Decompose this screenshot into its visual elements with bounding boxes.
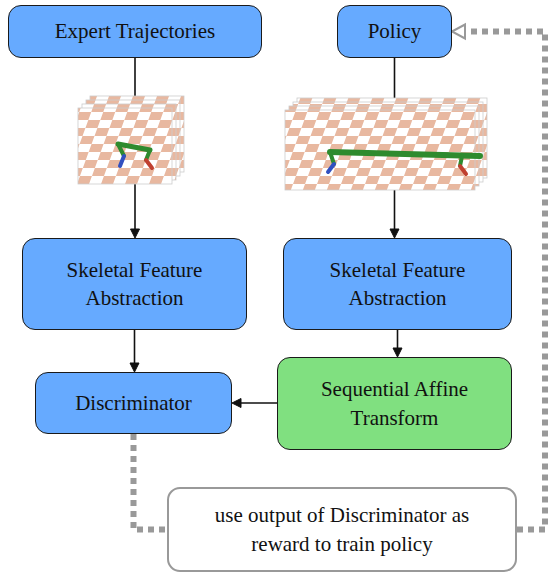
node-text: Expert Trajectories: [55, 17, 215, 45]
policy-box: Policy: [337, 5, 452, 58]
arrow-head: [130, 363, 139, 372]
policy-skeleton: [328, 152, 480, 174]
arrow-head: [131, 229, 140, 238]
arrow-head: [390, 229, 399, 238]
data-source-box: Expert Trajectories: [8, 5, 262, 58]
process-box: Skeletal Feature Abstraction: [283, 238, 512, 330]
node-text: Skeletal Feature Abstraction: [53, 256, 216, 313]
connector-line: [241, 402, 277, 404]
expert-frames: [78, 96, 184, 184]
node-text: Policy: [368, 17, 422, 45]
flow-arrow: [130, 330, 139, 372]
note-box: use output of Discriminator as reward to…: [167, 487, 517, 572]
process-box: Skeletal Feature Abstraction: [22, 238, 247, 330]
node-text: use output of Discriminator as reward to…: [213, 501, 471, 558]
connector-line: [397, 330, 399, 348]
connector-line: [134, 330, 136, 363]
transform-box: Sequential Affine Transform: [277, 357, 512, 450]
discriminator-box: Discriminator: [35, 372, 232, 434]
expert-skeleton: [118, 144, 152, 168]
arrow-head: [452, 25, 465, 39]
connector-line: [134, 434, 168, 530]
node-text: Sequential Affine Transform: [318, 375, 471, 432]
node-text: Skeletal Feature Abstraction: [314, 256, 481, 313]
arrow-head: [232, 399, 241, 408]
flow-arrow: [393, 330, 402, 357]
flow-arrow: [232, 399, 277, 408]
feedback-connector: [134, 434, 168, 530]
node-text: Discriminator: [75, 389, 192, 417]
policy-frames: [285, 98, 487, 190]
arrow-head: [393, 348, 402, 357]
